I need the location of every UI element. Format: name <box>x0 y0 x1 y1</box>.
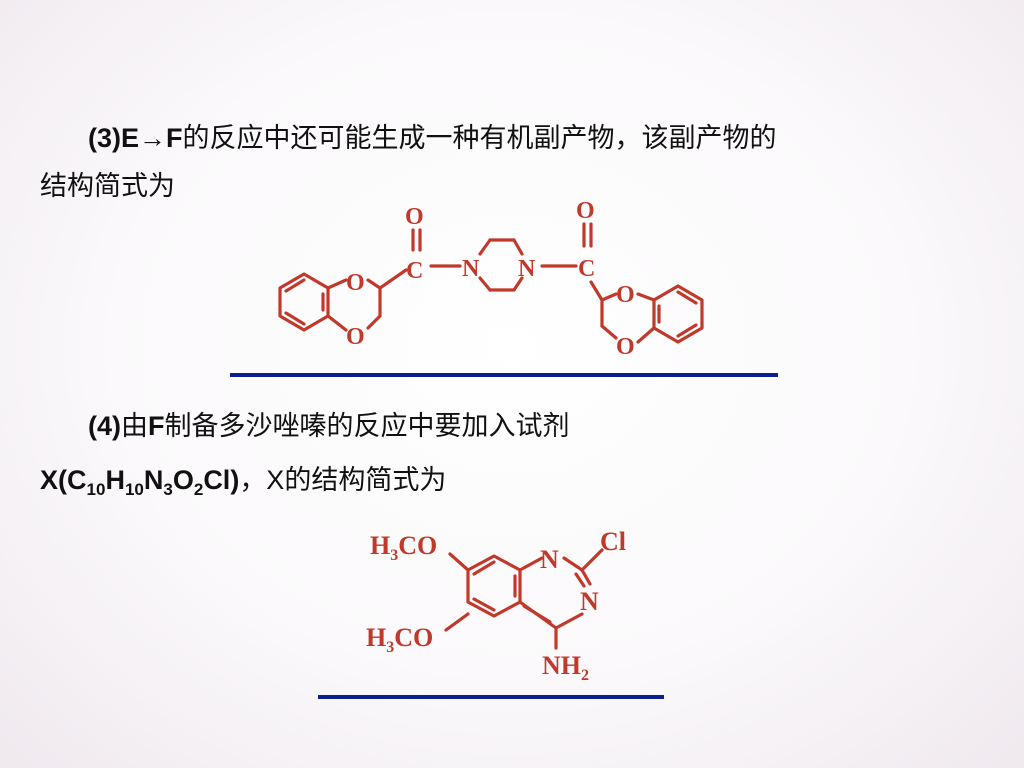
atom-n-right: N <box>518 256 536 282</box>
question-3-line-2: 结构简式为 <box>40 171 175 201</box>
structure-diagram-reagent-x: H3CO H3CO N N Cl NH2 <box>366 527 626 684</box>
question-4-line-1: (4)由F制备多沙唑嗪的反应中要加入试剂 <box>88 402 570 450</box>
structure-diagram-byproduct: O O C O N N C O O O <box>278 198 704 360</box>
atom-o-ring-right-bottom: O <box>616 334 635 360</box>
q3-text: 的反应中还可能生成一种有机副产物，该副产物的 <box>182 123 777 153</box>
atom-o-carbonyl-right: O <box>576 198 595 224</box>
atom-c-carbonyl-right: C <box>578 256 595 282</box>
atom-o-ring-left-bottom: O <box>346 324 365 350</box>
q4-text-2: 制备多沙唑嗪的反应中要加入试剂 <box>164 411 570 441</box>
reagent-x-formula: X(C10H10N3O2Cl) <box>40 465 240 499</box>
atom-c-carbonyl-left: C <box>406 258 423 284</box>
quinazoline-benzene-ring <box>466 554 522 618</box>
methoxy-group-top: H3CO <box>370 531 437 564</box>
atom-o-ring-left-top: O <box>346 270 365 296</box>
q3-lead: (3)E→F <box>88 123 183 153</box>
atom-n-3: N <box>580 587 599 616</box>
atom-n-1: N <box>540 545 559 574</box>
amino-group: NH2 <box>542 651 589 684</box>
q4-text-1: 由 <box>121 411 148 441</box>
atom-cl: Cl <box>600 527 626 556</box>
answer-line-question-3 <box>230 373 778 377</box>
atom-n-left: N <box>462 256 480 282</box>
atom-o-ring-right-top: O <box>616 282 635 308</box>
q4-text-3: ，X的结构简式为 <box>239 465 447 495</box>
methoxy-group-bottom: H3CO <box>366 623 433 656</box>
right-benzene-ring <box>652 284 704 344</box>
q4-lead: (4) <box>88 411 121 441</box>
answer-line-question-4 <box>318 695 664 699</box>
q4-reagent-f: F <box>148 411 165 441</box>
atom-o-carbonyl-left: O <box>405 204 424 230</box>
question-4-line-2: X(C10H10N3O2Cl)，X的结构简式为 <box>40 456 446 514</box>
question-3-line-1: (3)E→F的反应中还可能生成一种有机副产物，该副产物的 <box>88 114 777 162</box>
left-benzene-ring <box>278 272 330 332</box>
